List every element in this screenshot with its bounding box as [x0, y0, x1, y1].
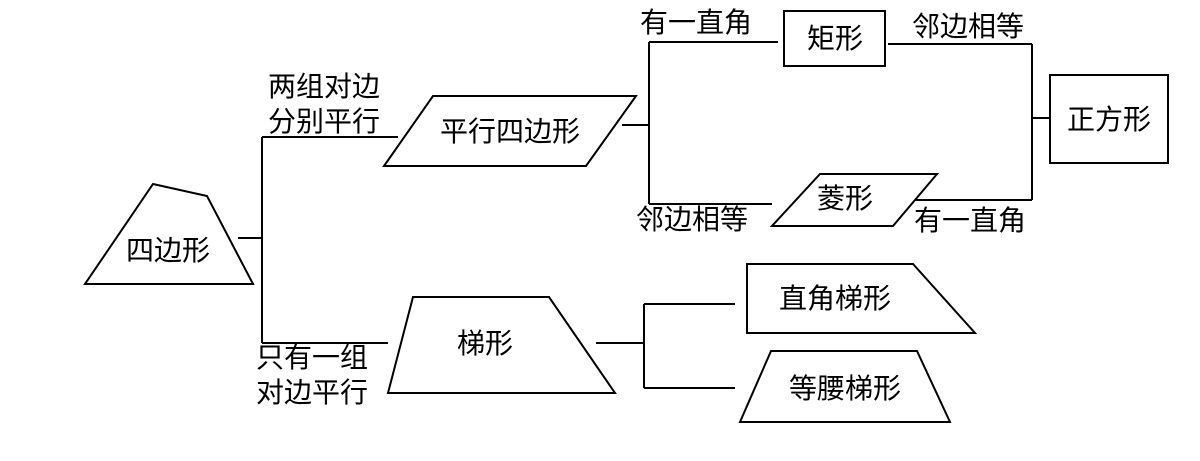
rectangle-shape [783, 10, 886, 67]
parallelogram-label: 平行四边形 [440, 115, 580, 148]
condition-rect-to-square: 邻边相等 [912, 10, 1024, 43]
right-trapezoid-shape [746, 263, 978, 334]
condition-labels: 两组对边 分别平行 只有一组 对边平行 有一直角 邻边相等 邻边相等 有一直角 [256, 6, 1026, 409]
condition-para-to-rect: 有一直角 [640, 6, 752, 39]
connectors [238, 41, 1050, 389]
condition-two-pairs-line2: 分别平行 [268, 105, 380, 138]
parallelogram-shape [382, 95, 638, 167]
rhombus-shape [769, 173, 940, 227]
quadrilateral-label: 四边形 [126, 234, 210, 267]
shapes [83, 10, 1169, 423]
condition-one-pair-line1: 只有一组 [256, 341, 368, 374]
isosceles-trapezoid-label: 等腰梯形 [789, 372, 901, 405]
condition-one-pair-line2: 对边平行 [256, 376, 368, 409]
condition-rhombus-to-square: 有一直角 [914, 204, 1026, 237]
quadrilateral-shape [83, 182, 255, 285]
condition-two-pairs-line1: 两组对边 [268, 70, 380, 103]
isosceles-trapezoid-shape [738, 350, 952, 423]
square-shape [1049, 74, 1169, 164]
rectangle-label: 矩形 [807, 22, 863, 55]
square-label: 正方形 [1067, 103, 1151, 136]
trapezoid-label: 梯形 [457, 327, 513, 360]
shape-labels: 四边形 平行四边形 梯形 矩形 菱形 正方形 直角梯形 等腰梯形 [126, 22, 1151, 405]
trapezoid-shape [386, 296, 617, 394]
right-trapezoid-label: 直角梯形 [779, 282, 891, 315]
condition-para-to-rhombus: 邻边相等 [636, 203, 748, 236]
rhombus-label: 菱形 [817, 182, 873, 215]
